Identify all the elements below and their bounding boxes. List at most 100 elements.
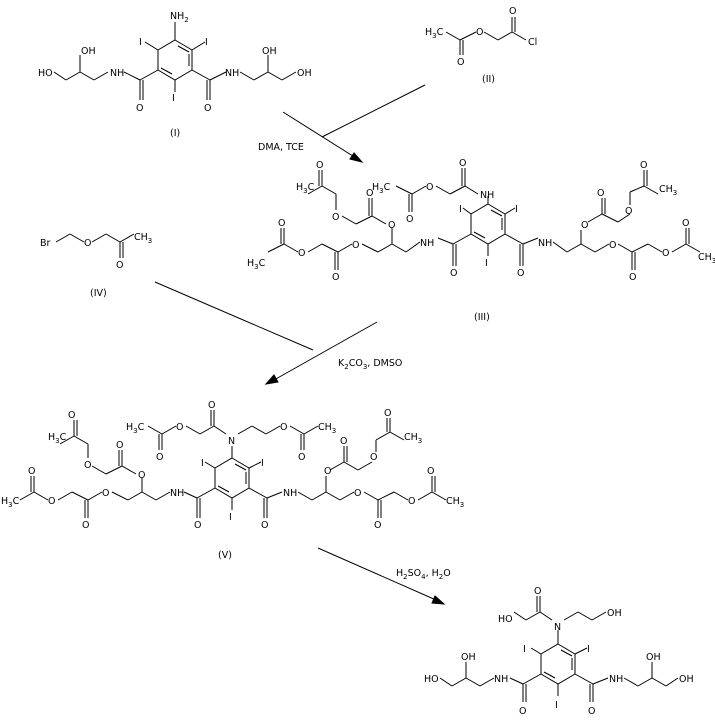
atom-h3c: H3C	[1, 496, 20, 509]
atom-n: N	[554, 622, 561, 633]
atom-o: O	[138, 470, 145, 481]
atom-o: O	[408, 496, 415, 507]
atom-o: O	[374, 520, 381, 531]
atom-o: O	[84, 460, 91, 471]
atom-o: O	[388, 220, 395, 231]
atom-nh: NH	[283, 488, 297, 499]
atom-o: O	[298, 248, 305, 259]
atom-o: O	[662, 248, 669, 259]
atom-oh: OH	[646, 652, 661, 663]
atom-oh: OH	[461, 652, 476, 663]
atom-iodine: I	[523, 644, 526, 655]
compound-II: H3C O O O Cl (II)	[425, 6, 537, 85]
atom-h3c: H3C	[372, 182, 391, 195]
compound-label-II: (II)	[482, 74, 495, 85]
conditions-step1: DMA, TCE	[258, 142, 304, 153]
atom-ch3: CH3	[404, 432, 422, 445]
atom-o: O	[116, 260, 123, 271]
atom-iodine: I	[172, 93, 175, 104]
atom-iodine: I	[201, 458, 204, 469]
atom-iodine: I	[459, 204, 462, 215]
atom-h3c: H3C	[48, 432, 67, 445]
atom-o: O	[176, 422, 183, 433]
atom-h3c: H3C	[425, 27, 444, 40]
atom-o: O	[629, 272, 636, 283]
atom-oh: OH	[297, 68, 312, 79]
atom-o: O	[204, 103, 211, 114]
atom-o: O	[384, 408, 391, 419]
compound-label-V: (V)	[218, 550, 232, 561]
atom-cl: Cl	[528, 37, 537, 48]
atom-o: O	[426, 182, 433, 193]
atom-o: O	[640, 160, 647, 171]
reaction-arrow-1: DMA, TCE	[258, 84, 426, 163]
conditions-step2: K2CO3, DMSO	[338, 358, 402, 371]
atom-o: O	[324, 466, 331, 477]
atom-o: O	[332, 212, 339, 223]
compound-IV: Br O O CH3 (IV)	[40, 232, 152, 299]
atom-o: O	[280, 422, 287, 433]
atom-o: O	[406, 214, 413, 225]
atom-oh: OH	[262, 46, 277, 57]
atom-iodine: I	[139, 37, 142, 48]
atom-ch3: CH3	[134, 232, 152, 245]
atom-o: O	[427, 466, 434, 477]
atom-h3c: H3C	[126, 422, 145, 435]
compound-III: NH O O O H3C I I I O O NH NH O O O O H3C…	[247, 158, 715, 323]
atom-o: O	[534, 586, 541, 597]
atom-ho: HO	[424, 674, 439, 685]
atom-o: O	[588, 706, 595, 717]
atom-o: O	[116, 440, 123, 451]
atom-o: O	[450, 268, 457, 279]
compound-V: N O O O H3C O O CH3 I I I O O NH NH O O …	[1, 400, 464, 561]
atom-o: O	[476, 27, 483, 38]
atom-o: O	[278, 218, 285, 229]
atom-o: O	[340, 436, 347, 447]
atom-oh: OH	[679, 674, 694, 685]
atom-ch3: CH3	[318, 422, 336, 435]
atom-nh: NH	[170, 488, 184, 499]
atom-nh: NH	[420, 238, 434, 249]
atom-iodine: I	[485, 258, 488, 269]
atom-ch3: CH3	[698, 252, 715, 265]
compound-label-IV: (IV)	[90, 288, 107, 299]
atom-o: O	[194, 520, 201, 531]
atom-o: O	[459, 158, 466, 169]
atom-o: O	[84, 238, 91, 249]
atom-iodine: I	[555, 700, 558, 711]
atom-nh: NH	[494, 674, 508, 685]
atom-o: O	[102, 488, 109, 499]
atom-h3c: H3C	[296, 182, 315, 195]
conditions-step3: H2SO4, H2O	[396, 568, 451, 581]
atom-ho: HO	[498, 614, 513, 625]
atom-o: O	[208, 400, 215, 411]
atom-o: O	[370, 452, 377, 463]
compound-label-III: (III)	[474, 312, 490, 323]
atom-nh: NH	[480, 190, 494, 201]
atom-oh: OH	[81, 46, 96, 57]
atom-oh: OH	[607, 608, 622, 619]
atom-h3c: H3C	[247, 258, 266, 271]
atom-br: Br	[40, 238, 51, 249]
atom-nh2: NH2	[170, 11, 189, 24]
atom-iodine: I	[261, 458, 264, 469]
atom-nh: NH	[225, 68, 239, 79]
atom-o: O	[48, 496, 55, 507]
atom-o: O	[68, 410, 75, 421]
atom-o: O	[261, 520, 268, 531]
atom-o: O	[625, 206, 632, 217]
atom-nh: NH	[110, 68, 124, 79]
atom-o: O	[517, 268, 524, 279]
atom-o: O	[581, 220, 588, 231]
atom-nh: NH	[609, 674, 623, 685]
atom-o: O	[597, 188, 604, 199]
atom-ch3: CH3	[446, 496, 464, 509]
atom-o: O	[28, 466, 35, 477]
atom-o: O	[352, 240, 359, 251]
atom-o: O	[509, 6, 516, 17]
reaction-arrow-2: K2CO3, DMSO	[154, 281, 402, 385]
atom-iodine: I	[229, 512, 232, 523]
atom-o: O	[609, 240, 616, 251]
atom-o: O	[682, 218, 689, 229]
